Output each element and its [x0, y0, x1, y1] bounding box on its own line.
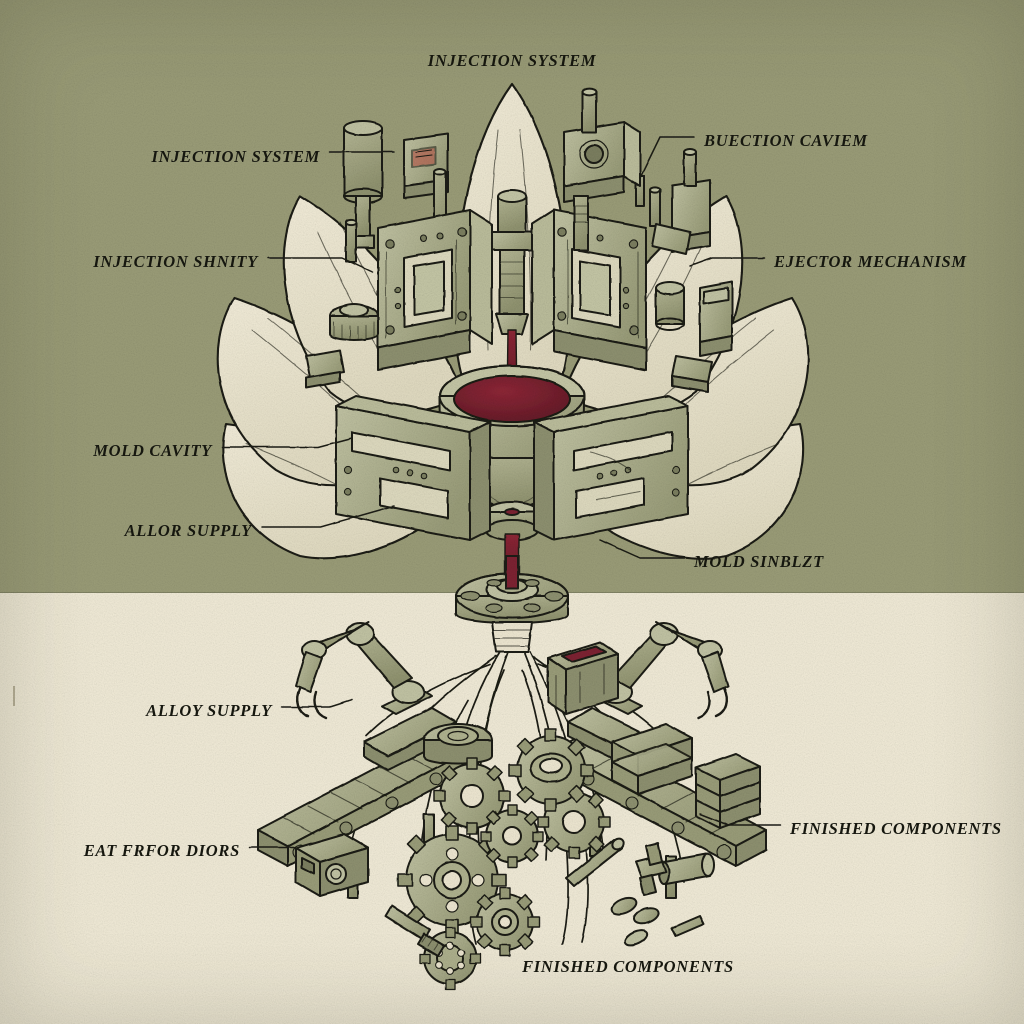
label-mold-cavity: MOLD CAVITY — [93, 441, 212, 460]
label-injection-system-left: INJECTION SYSTEM — [151, 147, 320, 166]
right-riser-block — [699, 281, 733, 357]
gear-small-bottom — [470, 887, 540, 957]
lower-right-platen — [533, 395, 689, 541]
right-bushing — [655, 281, 685, 331]
gear-small-center — [480, 804, 544, 868]
label-buection-caviem: BUECTION CAVIEM — [704, 131, 868, 150]
conveyor-gear — [423, 723, 493, 765]
label-title-top: INJECTION SYSTEM — [427, 51, 597, 70]
label-mold-sinblzt: MOLD SINBLZT — [694, 552, 824, 571]
knurled-knob — [329, 303, 379, 341]
label-alloy-supply: ALLOY SUPPLY — [146, 701, 272, 720]
lower-left-platen — [335, 395, 491, 541]
label-allor-supply: ALLOR SUPPLY — [124, 521, 252, 540]
label-eat-frfor-diors: EAT FRFOR DIORS — [83, 841, 240, 860]
label-finished-components-bottom: FINISHED COMPONENTS — [522, 957, 734, 976]
label-ejector-mechanism: EJECTOR MECHANISM — [774, 252, 967, 271]
label-finished-components-right: FINISHED COMPONENTS — [790, 819, 1002, 838]
label-injection-shnity: INJECTION SHNITY — [93, 252, 258, 271]
ejector-post — [573, 195, 589, 251]
